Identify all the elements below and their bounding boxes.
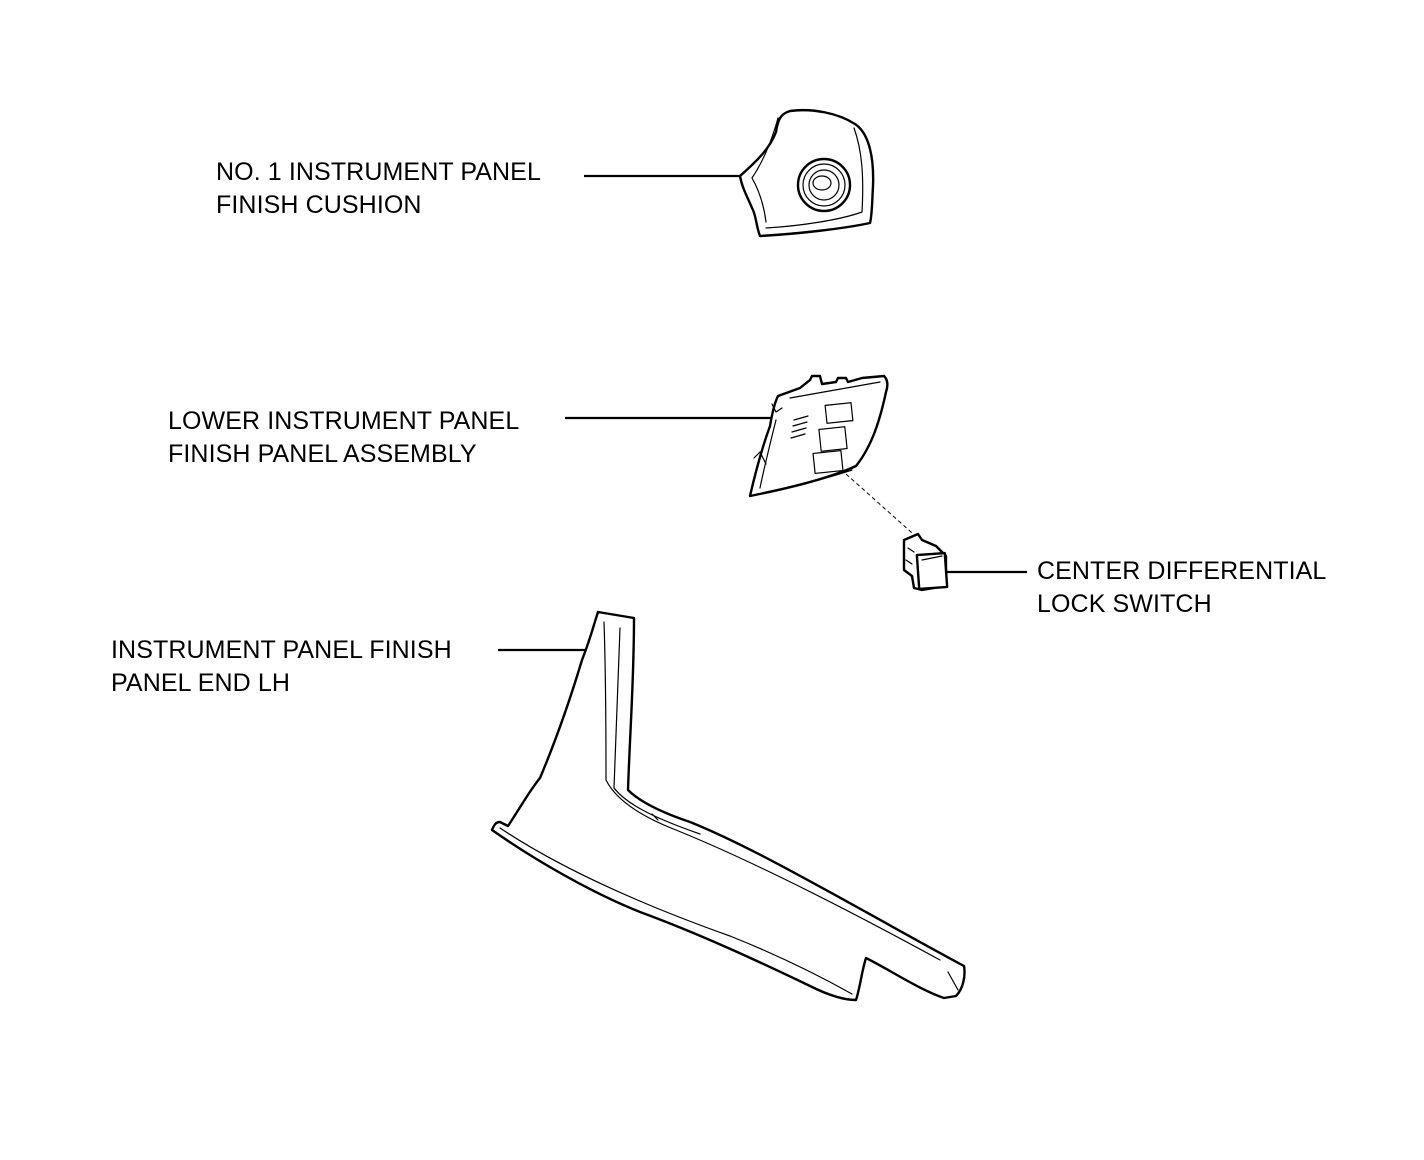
lock-switch-part (902, 532, 949, 592)
label-lower-finish-panel-line1: LOWER INSTRUMENT PANEL (168, 407, 520, 435)
label-finish-cushion-line2: FINISH CUSHION (216, 191, 422, 219)
finish-panel-end-part (490, 610, 966, 1002)
label-lock-switch-line1: CENTER DIFFERENTIAL (1037, 557, 1327, 585)
label-lock-switch-line2: LOCK SWITCH (1037, 590, 1212, 618)
lower-finish-panel-part (748, 374, 889, 498)
connection-dashed-line (845, 473, 921, 541)
label-finish-panel-end-line1: INSTRUMENT PANEL FINISH (111, 636, 452, 664)
label-lower-finish-panel: LOWER INSTRUMENT PANEL FINISH PANEL ASSE… (168, 405, 519, 471)
finish-cushion-part (738, 108, 875, 238)
label-finish-cushion: NO. 1 INSTRUMENT PANEL FINISH CUSHION (216, 156, 541, 222)
label-lower-finish-panel-line2: FINISH PANEL ASSEMBLY (168, 440, 477, 468)
label-finish-panel-end: INSTRUMENT PANEL FINISH PANEL END LH (111, 634, 452, 700)
label-lock-switch: CENTER DIFFERENTIAL LOCK SWITCH (1037, 555, 1326, 621)
label-finish-panel-end-line2: PANEL END LH (111, 669, 291, 697)
label-finish-cushion-line1: NO. 1 INSTRUMENT PANEL (216, 158, 541, 186)
